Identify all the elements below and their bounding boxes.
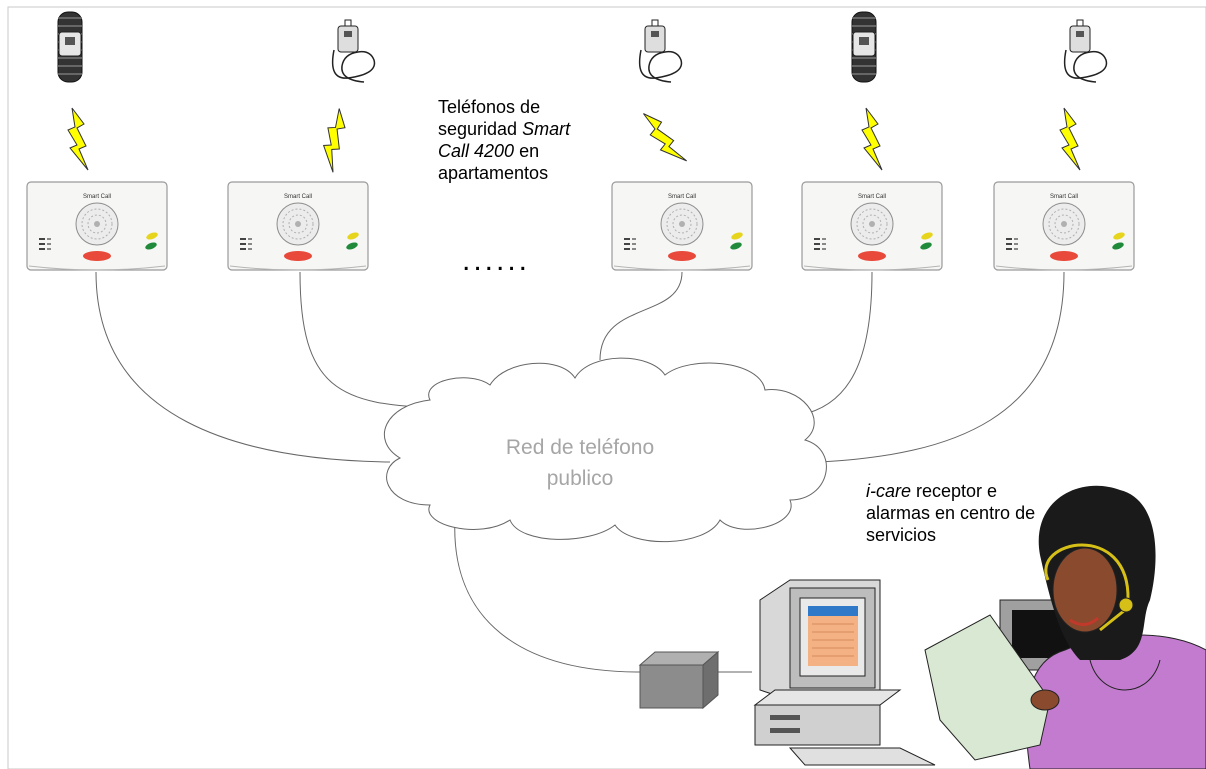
lightning-bolt-icon [861, 107, 883, 171]
alarm-button [83, 251, 111, 261]
alarm-button [858, 251, 886, 261]
phone-line-5 [819, 271, 1065, 463]
lightning-bolt-icon [67, 107, 89, 171]
alarm-phone-unit-4: Smart Call [801, 181, 943, 271]
alarm-phone-unit-5: Smart Call [993, 181, 1135, 271]
phone-line-1 [95, 271, 391, 463]
public-phone-network-cloud [383, 357, 827, 543]
lightning-bolt-icon [1059, 107, 1081, 171]
phone-line-2 [299, 271, 441, 409]
alarm-button [668, 251, 696, 261]
wristband-pendant-icon [851, 11, 877, 83]
lightning-bolt-icon [313, 106, 355, 173]
device-brand: Smart Call [83, 194, 111, 200]
icare-label: i-care receptor e alarmas en centro de s… [866, 480, 1056, 546]
lightning-bolt-icon [639, 105, 688, 171]
icare-label-text: receptor e alarmas en centro de servicio… [866, 481, 1036, 545]
wristband-pendant-icon [57, 11, 83, 83]
phone-line-connections [95, 271, 1065, 673]
icare-brand-name: i-care [866, 481, 912, 501]
alarm-phone-unit-2: Smart Call [227, 181, 369, 271]
device-brand: Smart Call [1050, 194, 1078, 200]
server-box-icon [638, 650, 720, 710]
computer-workstation-icon [753, 579, 936, 766]
device-brand: Smart Call [284, 194, 312, 200]
alarm-button [1050, 251, 1078, 261]
ellipsis-dots: ...... [462, 244, 531, 277]
operator-with-headset-icon [924, 485, 1206, 769]
alarm-button [284, 251, 312, 261]
phones-label: Teléfonos de seguridad Smart Call 4200 e… [438, 96, 588, 184]
phones-label-text: Teléfonos de seguridad [438, 97, 541, 139]
alarm-phone-unit-1: Smart Call [26, 181, 168, 271]
network-label-line2: publico [546, 467, 614, 490]
network-label: Red de teléfono publico [470, 432, 690, 494]
phones-model-name: Smart Call 4200 [438, 119, 571, 161]
network-label-line1: Red de teléfono [505, 436, 655, 459]
device-brand: Smart Call [668, 194, 696, 200]
server-line [454, 517, 641, 673]
device-brand: Smart Call [858, 194, 886, 200]
alarm-phone-unit-3: Smart Call [611, 181, 753, 271]
phone-line-3 [599, 271, 683, 361]
phone-line-4 [799, 271, 873, 416]
neck-pendant-icon [331, 19, 376, 83]
neck-pendant-icon [638, 19, 683, 83]
frame [7, 6, 1206, 769]
phones-label-suffix: en apartamentos [438, 141, 549, 183]
neck-pendant-icon [1063, 19, 1108, 83]
